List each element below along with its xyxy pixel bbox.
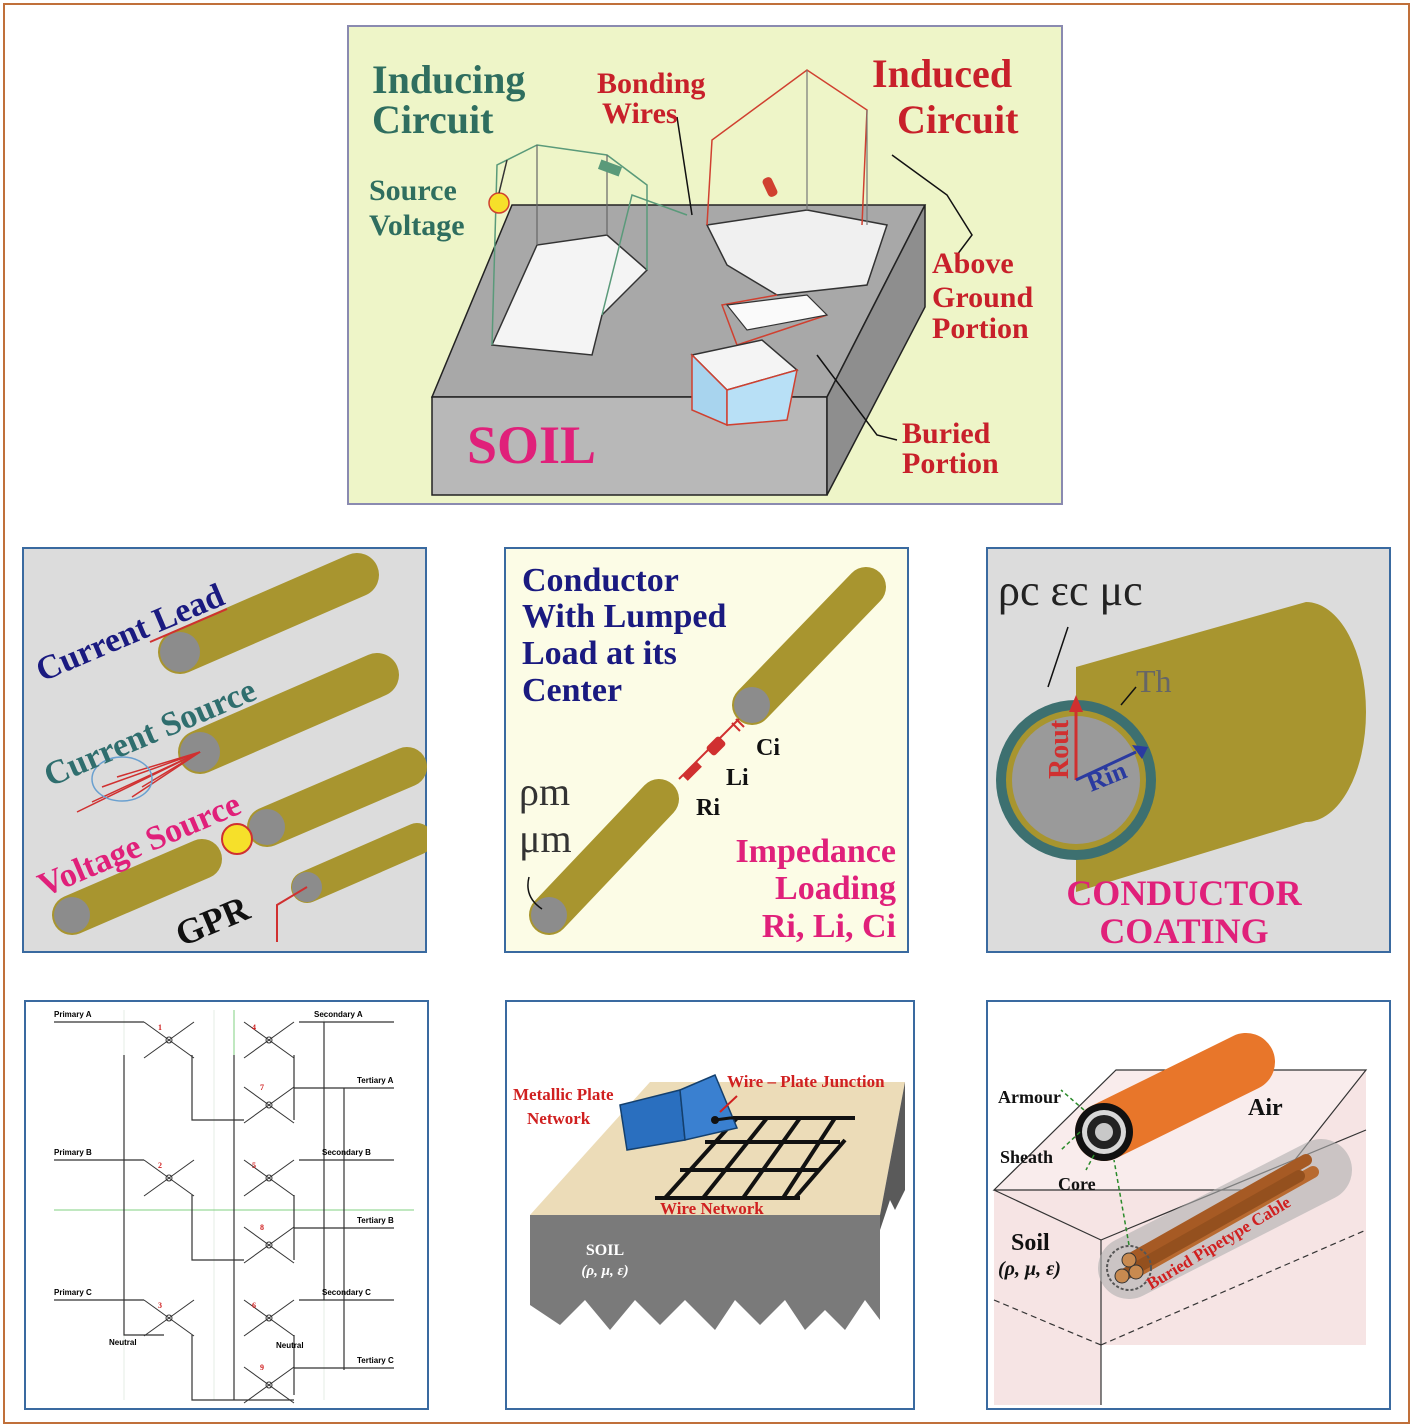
plate-soil-label: SOIL (586, 1242, 624, 1259)
sheath-label: Sheath (1000, 1147, 1053, 1167)
impedance-label-3: Ri, Li, Ci (762, 908, 896, 945)
unit-number: 8 (260, 1223, 264, 1232)
inducing-label-1: Inducing (372, 57, 525, 102)
transformer-unit-icon (165, 1174, 173, 1182)
wire-network-label: Wire Network (660, 1199, 764, 1218)
cable-diagram: Armour Sheath Core Air Soil (ρ, μ, ε) Bu… (986, 1000, 1391, 1410)
induced-label-1: Induced (872, 51, 1012, 96)
conductor-upper (732, 567, 886, 725)
rout-label: Rout (1044, 719, 1075, 779)
secondary-c-label: Secondary C (322, 1288, 371, 1297)
transformer-unit-icon (165, 1036, 173, 1044)
soil-side (826, 204, 926, 496)
lumped-load-diagram: Conductor With Lumped Load at its Center… (504, 547, 909, 953)
transformer-unit-icon (265, 1381, 273, 1389)
core-label: Core (1058, 1174, 1096, 1194)
unit-number: 5 (252, 1161, 256, 1170)
air-label: Air (1248, 1095, 1283, 1121)
cable-soil-label: Soil (1011, 1230, 1050, 1256)
unit-number: 4 (252, 1023, 256, 1032)
voltage-source-icon (221, 823, 253, 855)
neutral-label-right: Neutral (276, 1341, 304, 1350)
tertiary-b-label: Tertiary B (357, 1216, 394, 1225)
primary-a-label: Primary A (54, 1010, 92, 1019)
impedance-label-1: Impedance (735, 833, 896, 870)
current-lead-rod (158, 553, 379, 674)
tertiary-a-label: Tertiary A (357, 1076, 394, 1085)
lumped-title-3: Load at its (522, 635, 677, 672)
above-label-1: Above (932, 247, 1014, 280)
buried-label-2: Portion (902, 447, 999, 480)
coating-diagram: ρc εc μc Th Rout Rin CONDUCTOR COATING (986, 547, 1391, 953)
conductor-lower (529, 779, 679, 935)
voltage-rod-right (247, 747, 427, 847)
primary-b-label: Primary B (54, 1148, 92, 1157)
gpr-rod (291, 823, 427, 903)
bonding-label-1: Bonding (597, 67, 705, 100)
metallic-plate-label-1: Metallic Plate (513, 1085, 614, 1104)
unit-number: 7 (260, 1083, 264, 1092)
plate-soil-params: (ρ, μ, ε) (581, 1263, 628, 1279)
transformer-unit-icon (265, 1314, 273, 1322)
cable-soil-params: (ρ, μ, ε) (998, 1258, 1061, 1280)
plate-diagram: Metallic Plate Network Wire – Plate Junc… (505, 1000, 915, 1410)
ci-label: Ci (756, 735, 780, 761)
transformer-diagram: Primary A Primary B Primary C Secondary … (24, 1000, 429, 1410)
unit-number: 1 (158, 1023, 162, 1032)
source-label-2: Voltage (369, 209, 465, 242)
mu-m-label: μm (519, 816, 572, 861)
unit-number: 9 (260, 1363, 264, 1372)
impedance-label-2: Loading (775, 870, 896, 907)
coating-params: ρc εc μc (998, 566, 1143, 615)
lumped-title-4: Center (522, 672, 622, 709)
li-label: Li (726, 765, 749, 791)
transformer-unit-icon (265, 1101, 273, 1109)
buried-label-1: Buried (902, 417, 991, 450)
armour-label: Armour (998, 1087, 1061, 1107)
metallic-plate-label-2: Network (527, 1109, 591, 1128)
sources-diagram: Current Lead Current Source Voltage Sour… (22, 547, 427, 953)
current-source-rod (178, 653, 399, 774)
ri-label: Ri (696, 795, 720, 821)
secondary-a-label: Secondary A (314, 1010, 363, 1019)
above-label-2: Ground (932, 281, 1033, 314)
primary-c-label: Primary C (54, 1288, 92, 1297)
voltage-rod-left (52, 839, 222, 935)
junction-label: Wire – Plate Junction (727, 1072, 885, 1091)
figure-frame: Inducing Circuit Bonding Wires Induced C… (3, 3, 1410, 1424)
wire-network (655, 1116, 855, 1200)
transformer-unit-icon (265, 1174, 273, 1182)
source-label-1: Source (369, 174, 457, 207)
rho-m-label: ρm (519, 769, 570, 814)
transformer-unit-icon (265, 1036, 273, 1044)
transformer-unit-icon (265, 1241, 273, 1249)
lumped-title-1: Conductor (522, 562, 679, 599)
th-label: Th (1136, 663, 1172, 699)
tertiary-c-label: Tertiary C (357, 1356, 394, 1365)
soil-label: SOIL (467, 415, 596, 475)
transformer-unit-icon (165, 1314, 173, 1322)
coating-caption-2: COATING (1099, 911, 1268, 951)
core-ring (1095, 1123, 1113, 1141)
neutral-label-left: Neutral (109, 1338, 137, 1347)
induction-diagram: Inducing Circuit Bonding Wires Induced C… (347, 25, 1063, 505)
above-label-3: Portion (932, 312, 1029, 345)
lumped-title-2: With Lumped (522, 598, 726, 635)
coated-rod (1076, 602, 1366, 892)
bonding-label-2: Wires (602, 97, 678, 130)
inducing-label-2: Circuit (372, 97, 494, 142)
induced-label-2: Circuit (897, 97, 1019, 142)
unit-number: 3 (158, 1301, 162, 1310)
unit-number: 6 (252, 1301, 256, 1310)
source-voltage-icon (488, 192, 510, 214)
coating-caption-1: CONDUCTOR (1066, 873, 1302, 913)
secondary-b-label: Secondary B (322, 1148, 371, 1157)
metallic-plate-right (679, 1074, 739, 1141)
soil-block (530, 1215, 880, 1330)
unit-number: 2 (158, 1161, 162, 1170)
